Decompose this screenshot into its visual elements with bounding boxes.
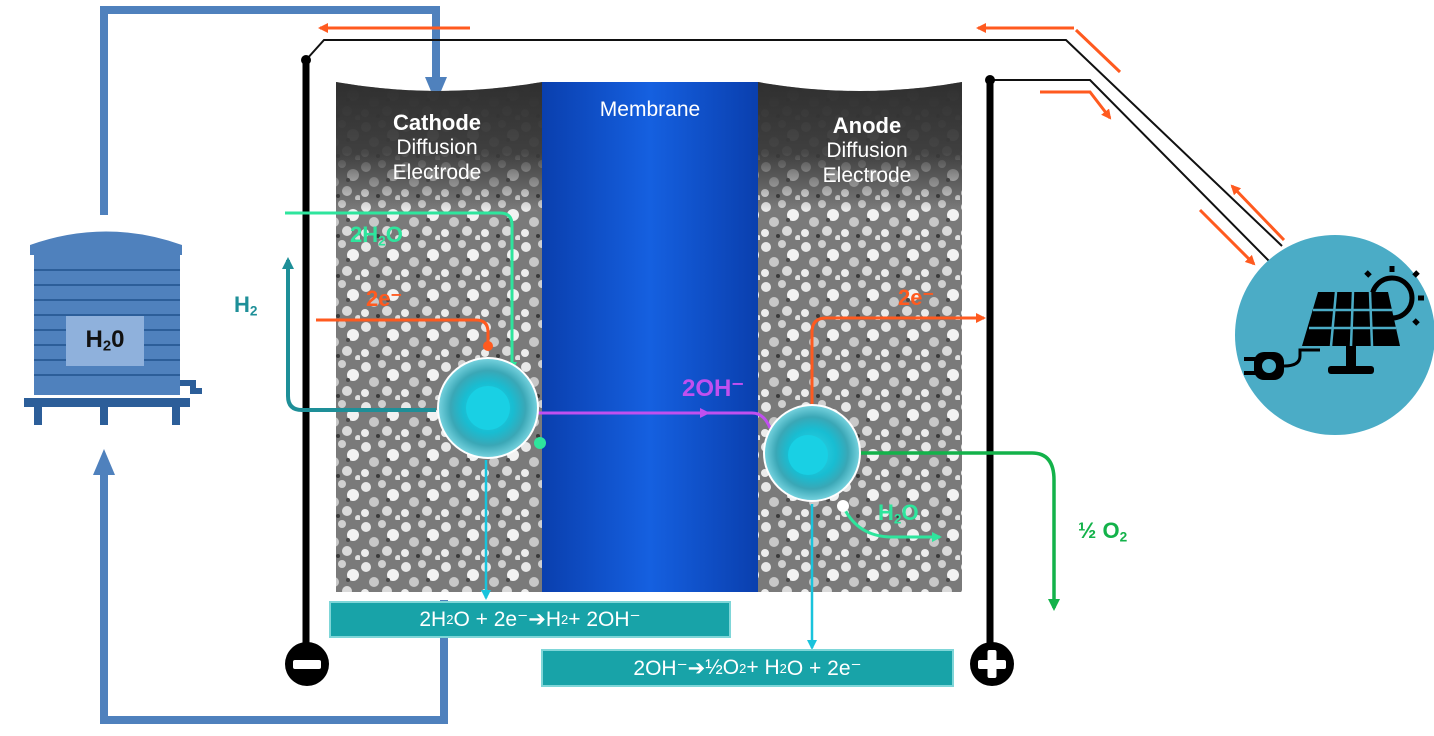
anode-subtitle-line1: Diffusion xyxy=(826,139,908,162)
membrane xyxy=(542,82,758,592)
anode-catalyst-particle xyxy=(763,404,861,502)
cathode-title: Cathode xyxy=(393,110,481,135)
solar-panel-icon xyxy=(1302,291,1400,374)
cathode-subtitle-line2: Electrode xyxy=(392,161,482,184)
membrane-label: Membrane xyxy=(599,98,701,121)
water-out-arrow xyxy=(842,507,942,542)
anode-subtitle-line2: Electrode xyxy=(822,164,912,187)
water-out-label: H2O xyxy=(878,500,919,527)
cathode-electron-arrow xyxy=(316,318,493,351)
water-pipe xyxy=(93,6,448,724)
anode-title: Anode xyxy=(832,113,902,138)
water-tank-icon xyxy=(24,231,202,425)
cathode-catalyst-particle xyxy=(437,357,539,459)
reaction-arrow-icon: ➔ xyxy=(528,608,546,631)
minus-icon xyxy=(285,642,329,686)
anode-water-dot xyxy=(837,500,849,512)
solar-power-icon xyxy=(1235,235,1434,435)
plug-icon xyxy=(1244,348,1320,380)
circuit-wires xyxy=(305,39,1283,263)
anode-electron-arrow xyxy=(810,313,986,410)
cathode-electrode xyxy=(336,82,542,592)
cathode-terminal-bar xyxy=(301,55,311,644)
cathode-subtitle-line1: Diffusion xyxy=(396,136,478,159)
hydroxide-arrow xyxy=(538,411,772,429)
reaction-arrow-icon: ➔ xyxy=(687,656,706,680)
hydrogen-label: H2 xyxy=(234,292,258,319)
hydrogen-out-arrow xyxy=(282,257,436,412)
electron-flow-arrows xyxy=(318,23,1286,266)
plus-icon xyxy=(970,642,1014,686)
tank-label: H20 xyxy=(85,326,125,355)
cathode-electrons-label: 2e⁻ xyxy=(366,286,403,311)
hydroxide-label: 2OH⁻ xyxy=(682,375,745,402)
anode-electrons-label: 2e⁻ xyxy=(898,285,935,310)
water-in-label: 2H2O xyxy=(350,222,403,249)
membrane-contact-dot xyxy=(534,437,546,449)
water-feed-arrow xyxy=(285,211,517,372)
oxygen-out-arrow xyxy=(860,451,1060,611)
oxygen-label: ½ O2 xyxy=(1078,518,1128,545)
anode-terminal-bar xyxy=(985,75,995,644)
